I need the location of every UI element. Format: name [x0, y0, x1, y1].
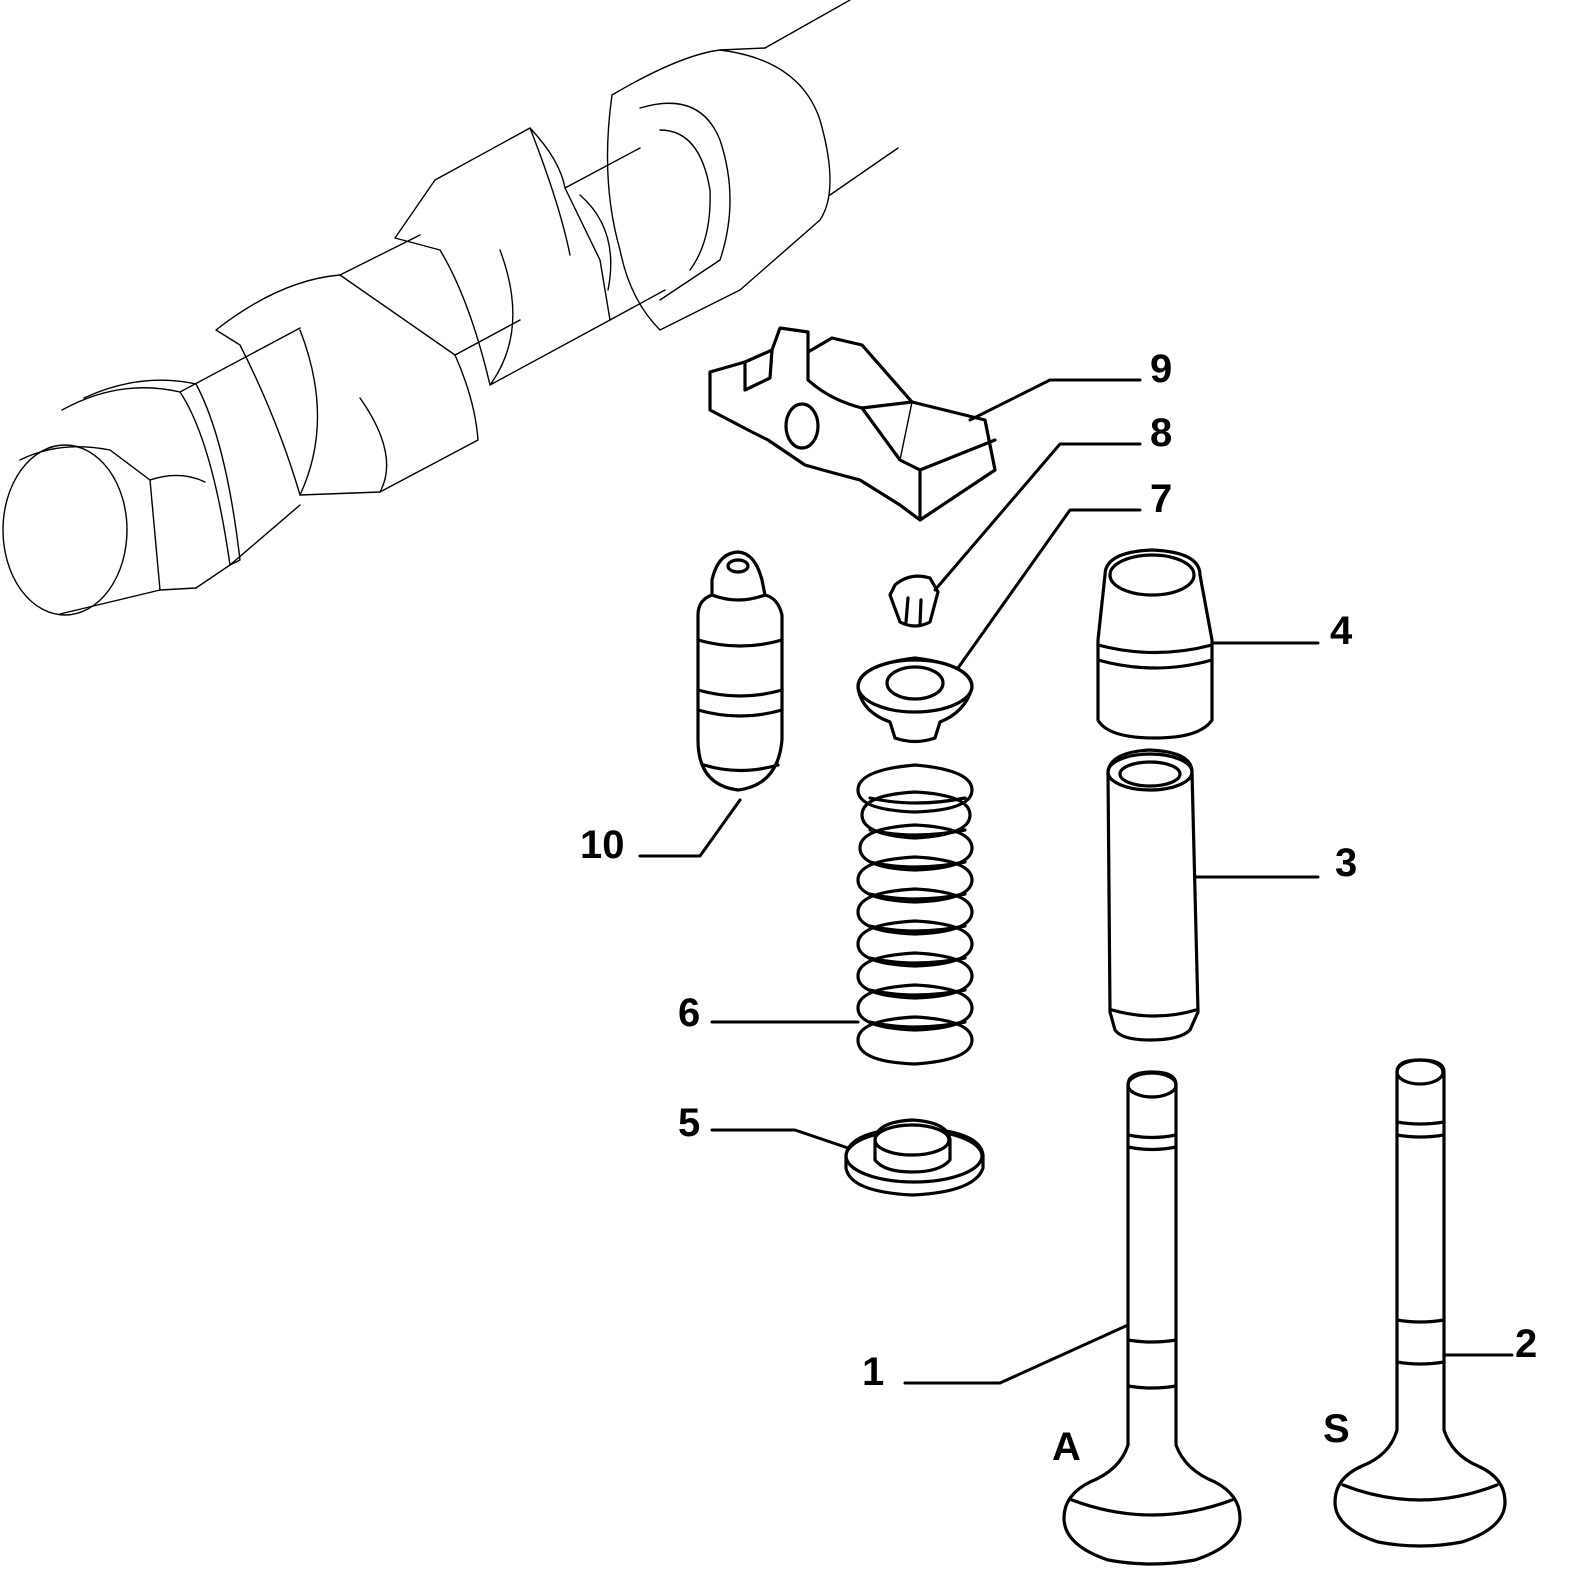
valve-stem-seal	[1096, 548, 1214, 740]
callout-4: 4	[1330, 609, 1353, 653]
variant-label-exhaust: S	[1323, 1407, 1350, 1451]
callout-1: 1	[862, 1350, 884, 1394]
callout-5: 5	[678, 1101, 700, 1145]
spring-retainer	[856, 656, 974, 744]
leader-5	[710, 1128, 850, 1150]
leader-1	[903, 1323, 1130, 1385]
valve-collet	[888, 574, 940, 628]
leader-8	[933, 442, 1142, 592]
callout-2: 2	[1515, 1322, 1537, 1366]
callout-3: 3	[1335, 841, 1357, 885]
leader-7	[956, 508, 1142, 670]
variant-label-intake: A	[1052, 1425, 1081, 1469]
leader-lines	[638, 378, 1514, 1385]
leader-10	[638, 798, 742, 858]
callout-6: 6	[678, 991, 700, 1035]
callout-labels: 9 8 7 4 3 10 6 5 1 2 A S	[580, 347, 1537, 1469]
valve-spring	[856, 763, 974, 1066]
callout-10: 10	[580, 823, 625, 867]
camshaft	[2, 0, 899, 616]
spring-seat-washer	[844, 1118, 985, 1197]
callout-8: 8	[1150, 411, 1172, 455]
exhaust-valve	[1333, 1058, 1507, 1548]
callout-9: 9	[1150, 347, 1172, 391]
rocker-arm	[708, 326, 997, 522]
leader-9	[968, 378, 1142, 422]
intake-valve	[1062, 1070, 1242, 1566]
hydraulic-tappet	[696, 550, 784, 792]
valve-guide	[1106, 748, 1200, 1042]
callout-7: 7	[1150, 477, 1172, 521]
